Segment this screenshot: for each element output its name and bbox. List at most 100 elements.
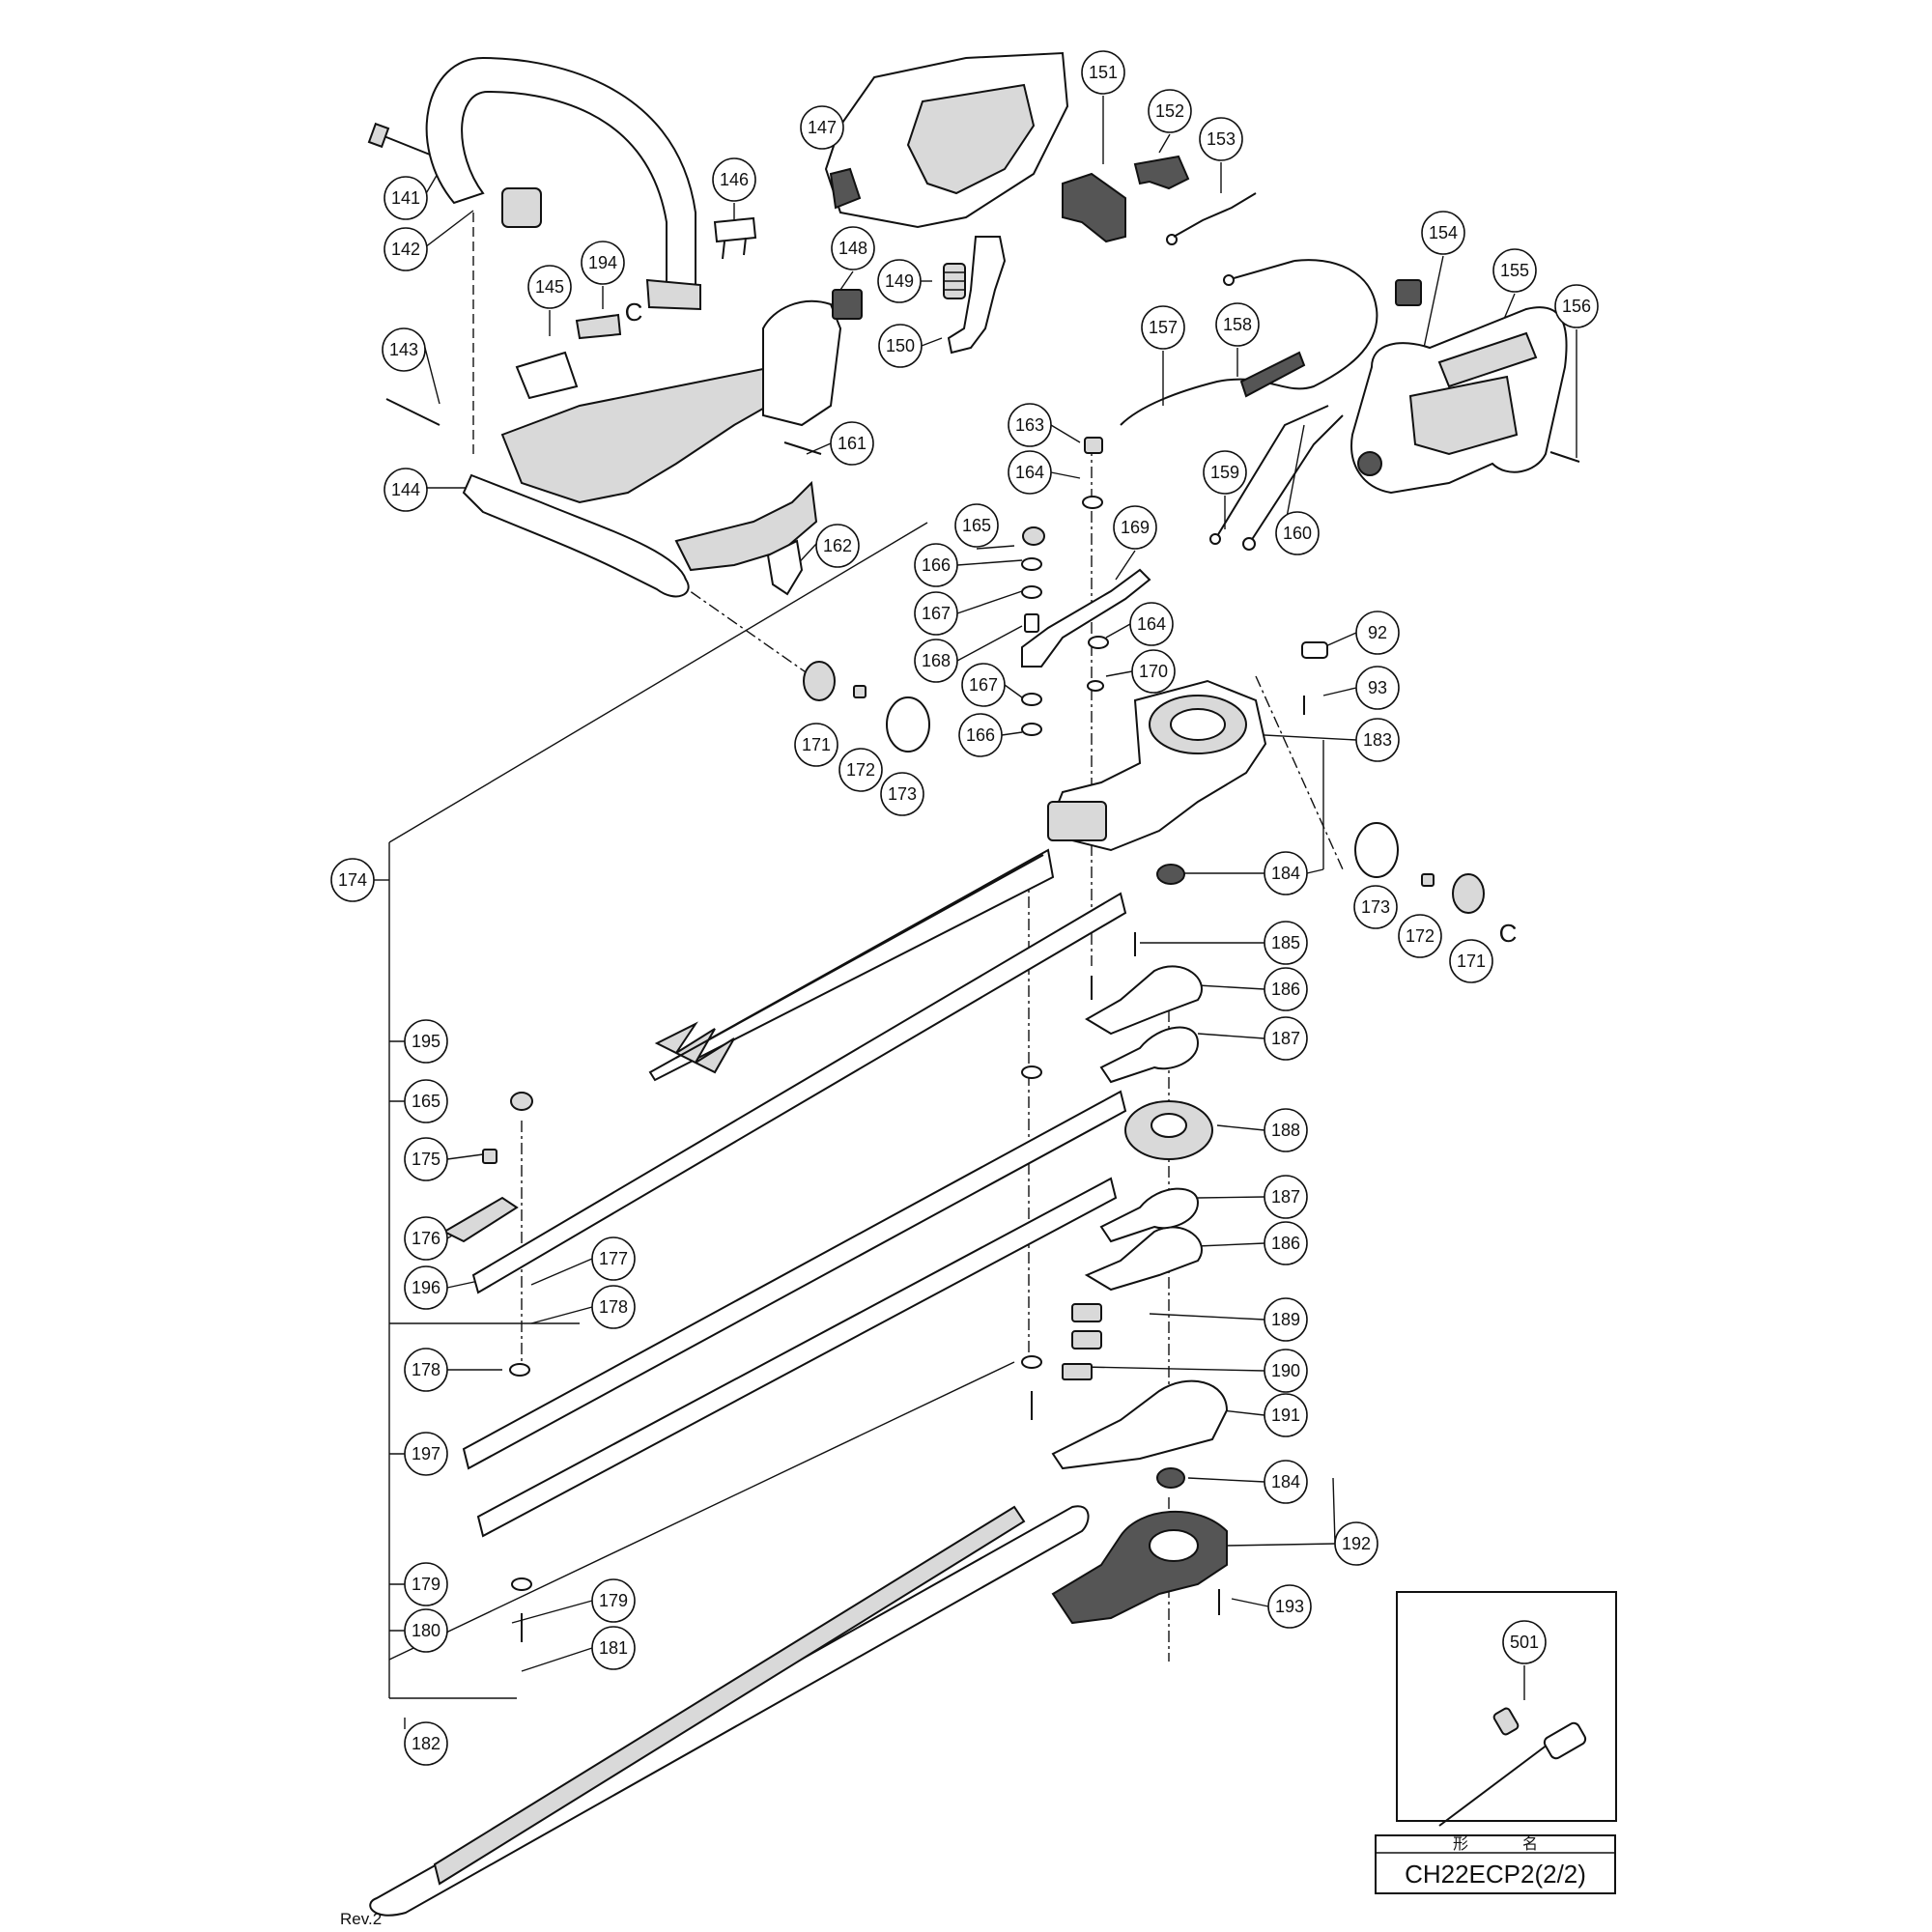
- callout-197: 197: [404, 1432, 448, 1476]
- callout-148: 148: [831, 226, 875, 270]
- callout-number: 158: [1223, 315, 1252, 334]
- callout-circle: [404, 1721, 448, 1766]
- part-164-washer: [1082, 496, 1109, 649]
- callout-170: 170: [1131, 649, 1176, 694]
- callout-circle: [1141, 305, 1185, 350]
- part-184-bearing: [1156, 864, 1185, 1489]
- part-145-pad: [515, 351, 579, 400]
- callout-179: 179: [591, 1578, 636, 1623]
- part-196-guide-bar: [471, 892, 1127, 1294]
- callout-185: 185: [1264, 921, 1308, 965]
- callout-circle: [914, 591, 958, 636]
- part-92-clamp: [1301, 641, 1328, 659]
- callout-number: 146: [720, 170, 749, 189]
- callout-circle: [1129, 602, 1174, 646]
- revision-label: Rev.2: [340, 1910, 382, 1928]
- wrench-frame: [1396, 1591, 1617, 1822]
- callout-number: 184: [1271, 864, 1300, 883]
- callout-number: 186: [1271, 980, 1300, 999]
- callout-93: 93: [1355, 666, 1400, 710]
- callout-160: 160: [1275, 511, 1320, 555]
- callout-number: 174: [338, 870, 367, 890]
- connection-label-c: C: [1499, 919, 1518, 948]
- callout-141: 141: [384, 176, 428, 220]
- callout-number: 184: [1271, 1472, 1300, 1492]
- callout-circle: [404, 1562, 448, 1606]
- callout-153: 153: [1199, 117, 1243, 161]
- callout-196: 196: [404, 1265, 448, 1310]
- callout-number: 172: [846, 760, 875, 780]
- callout-number: 92: [1368, 623, 1387, 642]
- callout-162: 162: [815, 524, 860, 568]
- callout-number: 173: [1361, 897, 1390, 917]
- callout-161: 161: [830, 421, 874, 466]
- part-180-screw: [521, 1391, 1033, 1642]
- part-171-cushion: [803, 661, 1485, 914]
- callout-number: 152: [1155, 101, 1184, 121]
- callout-circle: [1264, 851, 1308, 895]
- callout-circle: [1275, 511, 1320, 555]
- callout-number: 142: [391, 240, 420, 259]
- callout-circle: [404, 1019, 448, 1064]
- callout-155: 155: [1492, 248, 1537, 293]
- part-170-washer: [1087, 680, 1104, 692]
- callout-circle: [1008, 450, 1052, 495]
- callout-circle: [1264, 967, 1308, 1011]
- callout-156: 156: [1554, 284, 1599, 328]
- callout-number: 141: [391, 188, 420, 208]
- callout-number: 191: [1271, 1406, 1300, 1425]
- part-185-screw: [1091, 932, 1136, 1000]
- callout-92: 92: [1355, 611, 1400, 655]
- callout-circle: [1334, 1521, 1378, 1566]
- callout-circle: [1264, 1175, 1308, 1219]
- part-195-upper-blade: [648, 848, 1055, 1082]
- callout-158: 158: [1215, 302, 1260, 347]
- callout-circle: [1264, 1108, 1308, 1152]
- callout-circle: [1264, 1221, 1308, 1265]
- callout-181: 181: [591, 1626, 636, 1670]
- callout-circle: [581, 241, 625, 285]
- callout-number: 195: [412, 1032, 440, 1051]
- part-166-167-washers: [1021, 557, 1042, 736]
- callout-number: 144: [391, 480, 420, 499]
- part-183-gear-case: [1047, 679, 1267, 852]
- part-179-washer: [511, 1355, 1042, 1591]
- part-168-bushing: [1024, 613, 1039, 633]
- callout-circle: [1264, 1460, 1308, 1504]
- callout-number: 153: [1207, 129, 1236, 149]
- callout-number: 161: [838, 434, 867, 453]
- callout-number: 193: [1275, 1597, 1304, 1616]
- callout-192: 192: [1334, 1521, 1378, 1566]
- callout-188: 188: [1264, 1108, 1308, 1152]
- callout-number: 149: [885, 271, 914, 291]
- callout-163: 163: [1008, 403, 1052, 447]
- callout-145: 145: [527, 265, 572, 309]
- part-160-wire: [1242, 414, 1344, 551]
- part-152-bracket: [1133, 155, 1190, 190]
- callout-184: 184: [1264, 1460, 1308, 1504]
- callout-number: 151: [1089, 63, 1118, 82]
- callout-number: 162: [823, 536, 852, 555]
- callout-150: 150: [878, 324, 923, 368]
- callout-number: 175: [412, 1150, 440, 1169]
- callout-146: 146: [712, 157, 756, 202]
- callout-number: 181: [599, 1638, 628, 1658]
- callout-number: 172: [1406, 926, 1435, 946]
- callout-number: 171: [1457, 952, 1486, 971]
- part-142-front-handle: [425, 56, 701, 311]
- callout-180: 180: [404, 1608, 448, 1653]
- callout-165: 165: [404, 1079, 448, 1123]
- part-191-gasket: [1051, 1379, 1229, 1470]
- callout-circle: [878, 324, 923, 368]
- callout-circle: [1502, 1620, 1547, 1664]
- callout-circle: [591, 1626, 636, 1670]
- callout-189: 189: [1264, 1297, 1308, 1342]
- callout-number: 164: [1015, 463, 1044, 482]
- callout-144: 144: [384, 468, 428, 512]
- part-194-label: [575, 313, 622, 340]
- connection-label-c: C: [625, 298, 643, 327]
- callout-184: 184: [1264, 851, 1308, 895]
- callout-number: 182: [412, 1734, 440, 1753]
- callout-number: 170: [1139, 662, 1168, 681]
